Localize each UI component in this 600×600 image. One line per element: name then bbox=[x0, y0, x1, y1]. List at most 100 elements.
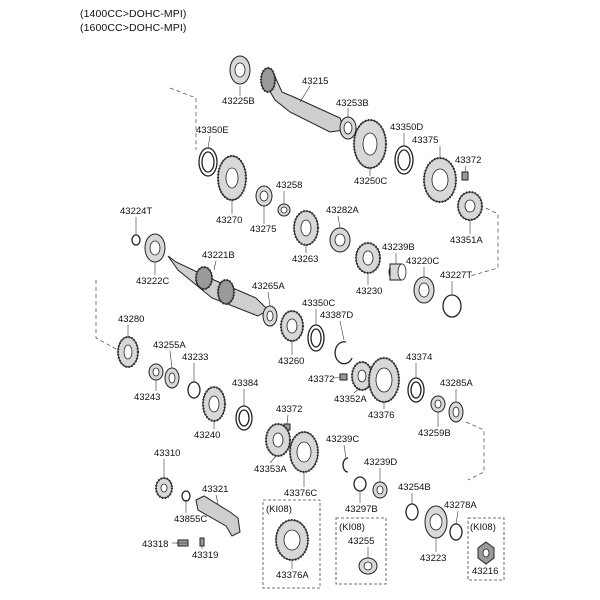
part-label-43255: 43255 bbox=[348, 536, 374, 547]
ring-43350c[interactable] bbox=[307, 324, 325, 352]
sleeve-43239b[interactable] bbox=[388, 263, 407, 281]
part-label-43352a: 43352A bbox=[334, 394, 367, 405]
synchro-hub-43375[interactable] bbox=[422, 156, 458, 204]
part-label-43855c: 43855C bbox=[174, 514, 207, 525]
ring-43384[interactable] bbox=[235, 405, 253, 431]
collar-43258[interactable] bbox=[277, 203, 291, 217]
part-label-43376c: 43376C bbox=[284, 488, 317, 499]
part-label-43372-mid: 43372 bbox=[308, 374, 334, 385]
part-label-43239b: 43239B bbox=[382, 242, 415, 253]
snap-ring-43227t[interactable] bbox=[442, 294, 462, 318]
leader-lines bbox=[127, 86, 487, 569]
part-label-43250c: 43250C bbox=[354, 176, 387, 187]
snap-ring-43233[interactable] bbox=[187, 381, 201, 399]
bearing-43225b[interactable] bbox=[229, 55, 251, 85]
ring-43374[interactable] bbox=[407, 377, 425, 403]
part-label-43282a: 43282A bbox=[326, 205, 359, 216]
needle-bearing-43255a[interactable] bbox=[164, 367, 180, 389]
needle-bearing-43275[interactable] bbox=[255, 185, 273, 207]
shaft-43321[interactable] bbox=[195, 495, 241, 537]
sleeve-43376[interactable] bbox=[367, 356, 401, 404]
needle-bearing-43285a[interactable] bbox=[448, 401, 464, 423]
spring-43239c[interactable] bbox=[342, 457, 349, 473]
ring-43350d[interactable] bbox=[394, 145, 414, 175]
part-label-43285a: 43285A bbox=[440, 378, 473, 389]
part-label-43372-top: 43372 bbox=[455, 155, 481, 166]
washer-43855c[interactable] bbox=[181, 490, 191, 502]
gear-43280[interactable] bbox=[116, 335, 140, 369]
spring-43387d[interactable] bbox=[334, 341, 353, 365]
bearing-43220c[interactable] bbox=[413, 276, 435, 304]
part-label-43215: 43215 bbox=[302, 76, 328, 87]
gear-43230[interactable] bbox=[354, 241, 382, 275]
snap-ring-43254b[interactable] bbox=[405, 503, 419, 521]
needle-bearing-43253b[interactable] bbox=[339, 116, 357, 140]
part-labels: 43215 43225B 43253B 43350E 43350D 43375 … bbox=[118, 76, 498, 581]
part-label-43384: 43384 bbox=[232, 378, 258, 389]
part-label-43319: 43319 bbox=[192, 550, 218, 561]
gear-43260[interactable] bbox=[279, 309, 305, 343]
part-label-43240: 43240 bbox=[194, 430, 220, 441]
kit-box-43376a bbox=[262, 499, 321, 589]
bearing-43223[interactable] bbox=[424, 505, 448, 539]
part-label-43222c: 43222C bbox=[136, 276, 169, 287]
gear-43250c[interactable] bbox=[352, 118, 388, 170]
collar-43259b[interactable] bbox=[430, 395, 446, 413]
part-label-43275: 43275 bbox=[250, 224, 276, 235]
part-label-43374: 43374 bbox=[406, 352, 432, 363]
gear-43270[interactable] bbox=[216, 154, 248, 202]
part-label-43225b: 43225B bbox=[222, 96, 255, 107]
kit-label-43376a: (KI08) bbox=[266, 504, 292, 515]
gear-43310[interactable] bbox=[154, 476, 174, 500]
part-label-43350e: 43350E bbox=[196, 125, 229, 136]
input-shaft-43221b[interactable] bbox=[167, 255, 269, 317]
ring-43350e[interactable] bbox=[198, 147, 218, 177]
kit-box-43255 bbox=[335, 517, 387, 585]
part-label-43258: 43258 bbox=[276, 180, 302, 191]
kit-nut-43216[interactable] bbox=[477, 541, 495, 565]
part-label-43310: 43310 bbox=[154, 448, 180, 459]
part-label-43254b: 43254B bbox=[398, 482, 431, 493]
part-label-43280: 43280 bbox=[118, 314, 144, 325]
part-label-43255a: 43255A bbox=[153, 340, 186, 351]
part-label-43270: 43270 bbox=[216, 215, 242, 226]
part-label-43243: 43243 bbox=[134, 392, 160, 403]
part-label-43350d: 43350D bbox=[390, 122, 423, 133]
part-label-43321: 43321 bbox=[202, 484, 228, 495]
collar-43243[interactable] bbox=[148, 363, 164, 381]
kit-bearing-43255[interactable] bbox=[358, 557, 378, 575]
part-label-43376: 43376 bbox=[368, 410, 394, 421]
part-label-43220c: 43220C bbox=[406, 256, 439, 267]
synchro-hub-43353a[interactable] bbox=[264, 422, 292, 458]
gear-43240[interactable] bbox=[201, 385, 227, 423]
part-label-43230: 43230 bbox=[356, 286, 382, 297]
part-label-43353a: 43353A bbox=[254, 464, 287, 475]
part-label-43233: 43233 bbox=[182, 352, 208, 363]
part-label-43263: 43263 bbox=[292, 254, 318, 265]
part-label-43253b: 43253B bbox=[336, 98, 369, 109]
part-label-43239c: 43239C bbox=[326, 434, 359, 445]
snap-ring-43297b[interactable] bbox=[353, 476, 367, 492]
key-43372-top[interactable] bbox=[461, 171, 469, 181]
part-label-43221b: 43221B bbox=[202, 250, 235, 261]
part-label-43278a: 43278A bbox=[444, 500, 477, 511]
part-label-43216: 43216 bbox=[472, 566, 498, 577]
kit-label-43255: (KI08) bbox=[339, 522, 365, 533]
needle-bearing-43265a[interactable] bbox=[262, 305, 278, 327]
kit-sleeve-43376a[interactable] bbox=[274, 518, 310, 562]
gear-43263[interactable] bbox=[292, 209, 320, 247]
part-label-43375: 43375 bbox=[412, 135, 438, 146]
sleeve-43376c[interactable] bbox=[288, 430, 320, 474]
key-43372-mid[interactable] bbox=[339, 373, 348, 381]
part-label-43227t: 43227T bbox=[440, 270, 472, 281]
part-label-43224t: 43224T bbox=[120, 206, 152, 217]
part-label-43351a: 43351A bbox=[450, 235, 483, 246]
collar-43239d[interactable] bbox=[372, 481, 388, 499]
snap-ring-43278a[interactable] bbox=[449, 523, 463, 541]
gear-43351a[interactable] bbox=[456, 190, 484, 222]
bearing-43282a[interactable] bbox=[329, 227, 351, 253]
bearing-43222c[interactable] bbox=[144, 233, 166, 263]
pin-43319[interactable] bbox=[199, 537, 205, 547]
snap-ring-43224t[interactable] bbox=[131, 234, 141, 246]
